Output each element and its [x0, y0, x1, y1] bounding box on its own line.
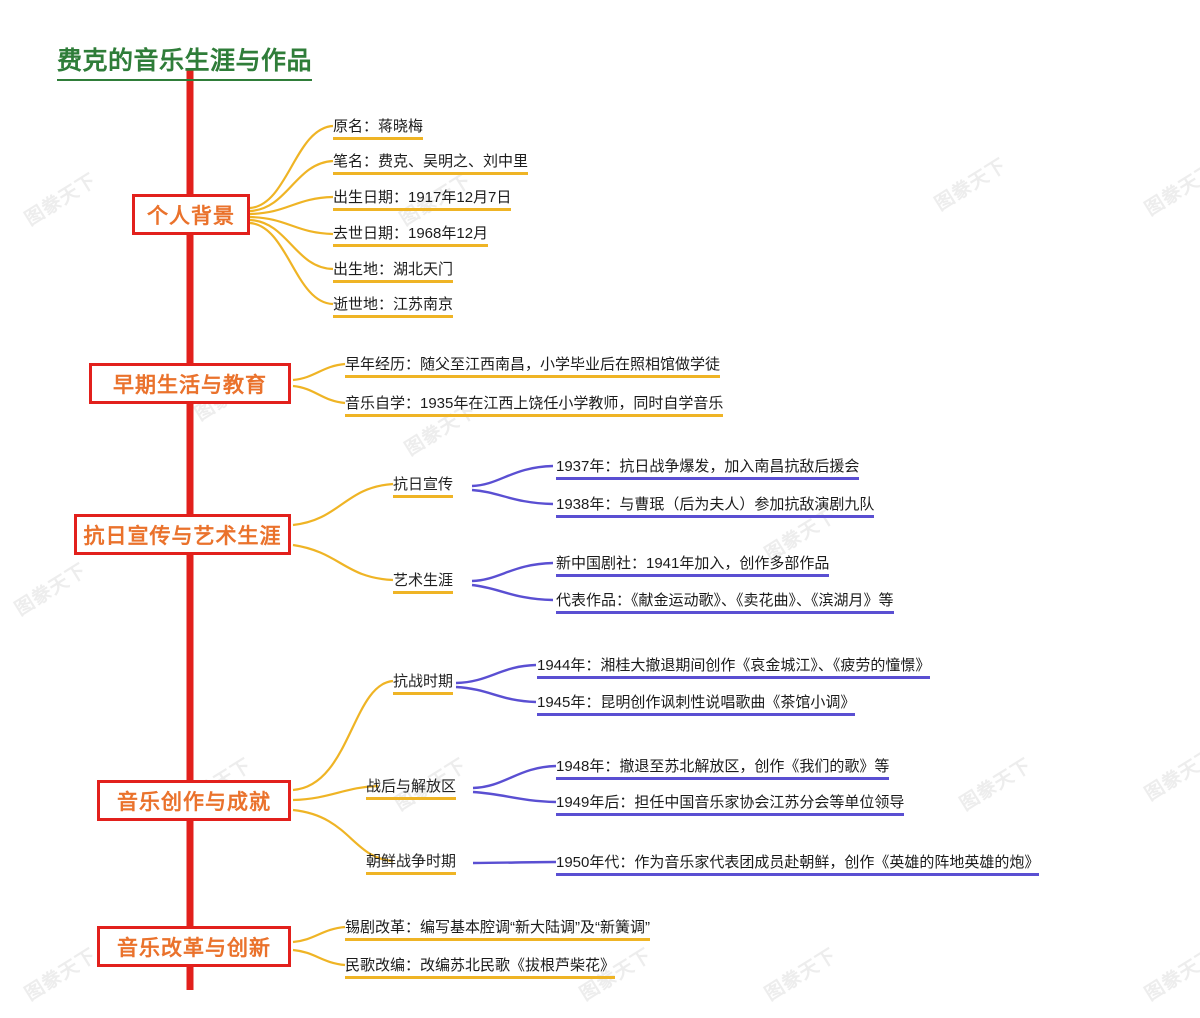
branch-3-sub-1-links	[471, 464, 554, 506]
leaf-item[interactable]: 1944年：湘桂大撤退期间创作《哀金城江》、《疲劳的憧憬》	[537, 654, 931, 679]
leaf-item[interactable]: 新中国剧社：1941年加入，创作多部作品	[556, 552, 830, 577]
leaf-item[interactable]: 代表作品：《献金运动歌》、《卖花曲》、《滨湖月》等	[556, 589, 894, 614]
leaf-item[interactable]: 音乐自学：1935年在江西上饶任小学教师，同时自学音乐	[345, 392, 724, 417]
branch-3-links	[292, 482, 394, 582]
branch-4-sub-1-links	[455, 663, 537, 704]
branch-4-links	[292, 679, 394, 863]
sub-node-korean-war-period[interactable]: 朝鲜战争时期	[366, 850, 457, 875]
leaf-item[interactable]: 原名：蒋晓梅	[333, 115, 424, 140]
branch-node-early-life-education[interactable]: 早期生活与教育	[89, 363, 291, 404]
leaf-item[interactable]: 1948年：撤退至苏北解放区，创作《我们的歌》等	[556, 755, 890, 780]
branch-4-sub-3-links	[472, 860, 557, 865]
branch-2-links	[292, 362, 346, 405]
sub-node-war-of-resistance-period[interactable]: 抗战时期	[393, 670, 454, 695]
sub-node-anti-japanese-propaganda[interactable]: 抗日宣传	[393, 473, 454, 498]
branch-node-anti-japanese-art-career[interactable]: 抗日宣传与艺术生涯	[74, 514, 291, 555]
branch-3-sub-2-links	[471, 561, 554, 602]
leaf-item[interactable]: 1950年代：作为音乐家代表团成员赴朝鲜，创作《英雄的阵地英雄的炮》	[556, 851, 1040, 876]
leaf-item[interactable]: 早年经历：随父至江西南昌，小学毕业后在照相馆做学徒	[345, 353, 721, 378]
leaf-item[interactable]: 1938年：与曹珉（后为夫人）参加抗敌演剧九队	[556, 493, 875, 518]
leaf-item[interactable]: 1945年：昆明创作讽刺性说唱歌曲《茶馆小调》	[537, 691, 856, 716]
leaf-item[interactable]: 1937年：抗日战争爆发，加入南昌抗敌后援会	[556, 455, 860, 480]
sub-node-art-career[interactable]: 艺术生涯	[393, 569, 454, 594]
leaf-item[interactable]: 出生地：湖北天门	[333, 258, 454, 283]
leaf-item[interactable]: 1949年后：担任中国音乐家协会江苏分会等单位领导	[556, 791, 905, 816]
leaf-item[interactable]: 笔名：费克、吴明之、刘中里	[333, 150, 529, 175]
leaf-item[interactable]: 锡剧改革：编写基本腔调“新大陆调”及“新簧调”	[345, 916, 650, 941]
page-title: 费克的音乐生涯与作品	[57, 41, 313, 81]
leaf-item[interactable]: 去世日期：1968年12月	[333, 222, 489, 247]
leaf-item[interactable]: 逝世地：江苏南京	[333, 293, 454, 318]
branch-5-links	[292, 925, 346, 967]
branch-node-personal-background[interactable]: 个人背景	[132, 194, 250, 235]
leaf-item[interactable]: 出生日期：1917年12月7日	[333, 186, 512, 211]
branch-1-links	[249, 124, 334, 306]
branch-4-sub-2-links	[472, 764, 557, 804]
branch-node-music-creation-achievements[interactable]: 音乐创作与成就	[97, 780, 291, 821]
leaf-item[interactable]: 民歌改编：改编苏北民歌《拔根芦柴花》	[345, 954, 616, 979]
branch-node-music-reform-innovation[interactable]: 音乐改革与创新	[97, 926, 291, 967]
sub-node-postwar-liberated-areas[interactable]: 战后与解放区	[366, 775, 457, 800]
